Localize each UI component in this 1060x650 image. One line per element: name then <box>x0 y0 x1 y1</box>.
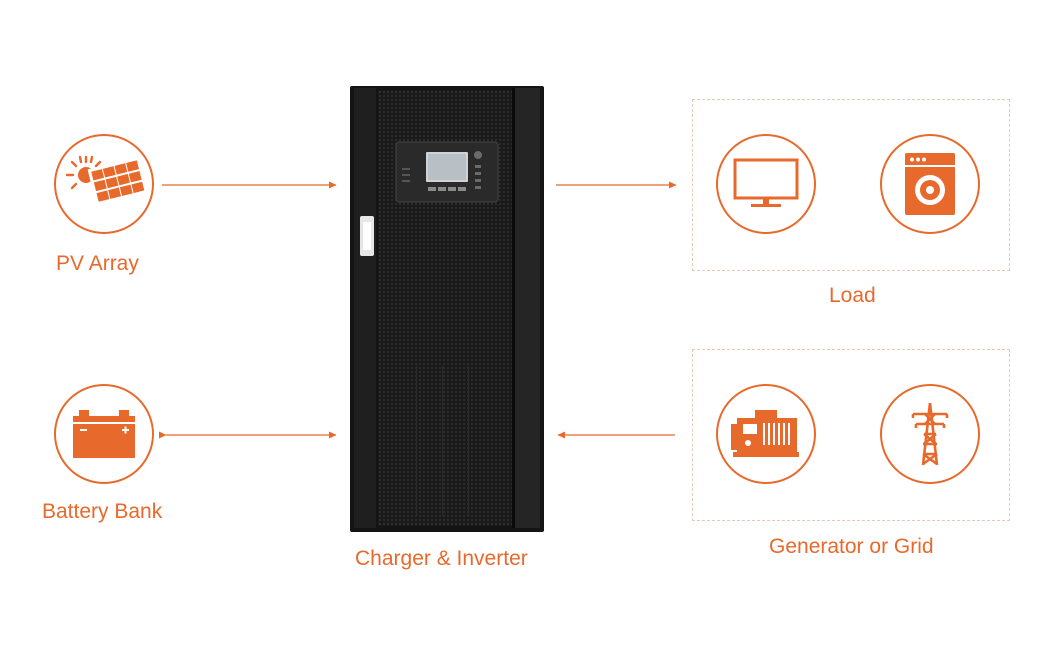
battery-bank-label: Battery Bank <box>42 500 163 523</box>
power-tower-circle <box>880 384 980 484</box>
load-group-box <box>692 99 1010 271</box>
battery-icon <box>73 410 135 458</box>
generator-grid-label: Generator or Grid <box>769 535 934 558</box>
battery-bank-circle <box>54 384 154 484</box>
solar-panel-icon <box>65 155 146 207</box>
load-label: Load <box>829 284 876 307</box>
source-group-box <box>692 349 1010 521</box>
pv-array-circle <box>54 134 154 234</box>
pv-array-label: PV Array <box>56 252 139 275</box>
monitor-icon <box>733 158 799 207</box>
generator-circle <box>716 384 816 484</box>
charger-inverter-cabinet <box>350 86 544 532</box>
generator-icon <box>731 410 799 457</box>
charger-inverter-label: Charger & Inverter <box>355 547 528 570</box>
load-monitor-circle <box>716 134 816 234</box>
load-washer-circle <box>880 134 980 234</box>
washing-machine-icon <box>905 153 955 215</box>
power-tower-icon <box>911 402 949 466</box>
